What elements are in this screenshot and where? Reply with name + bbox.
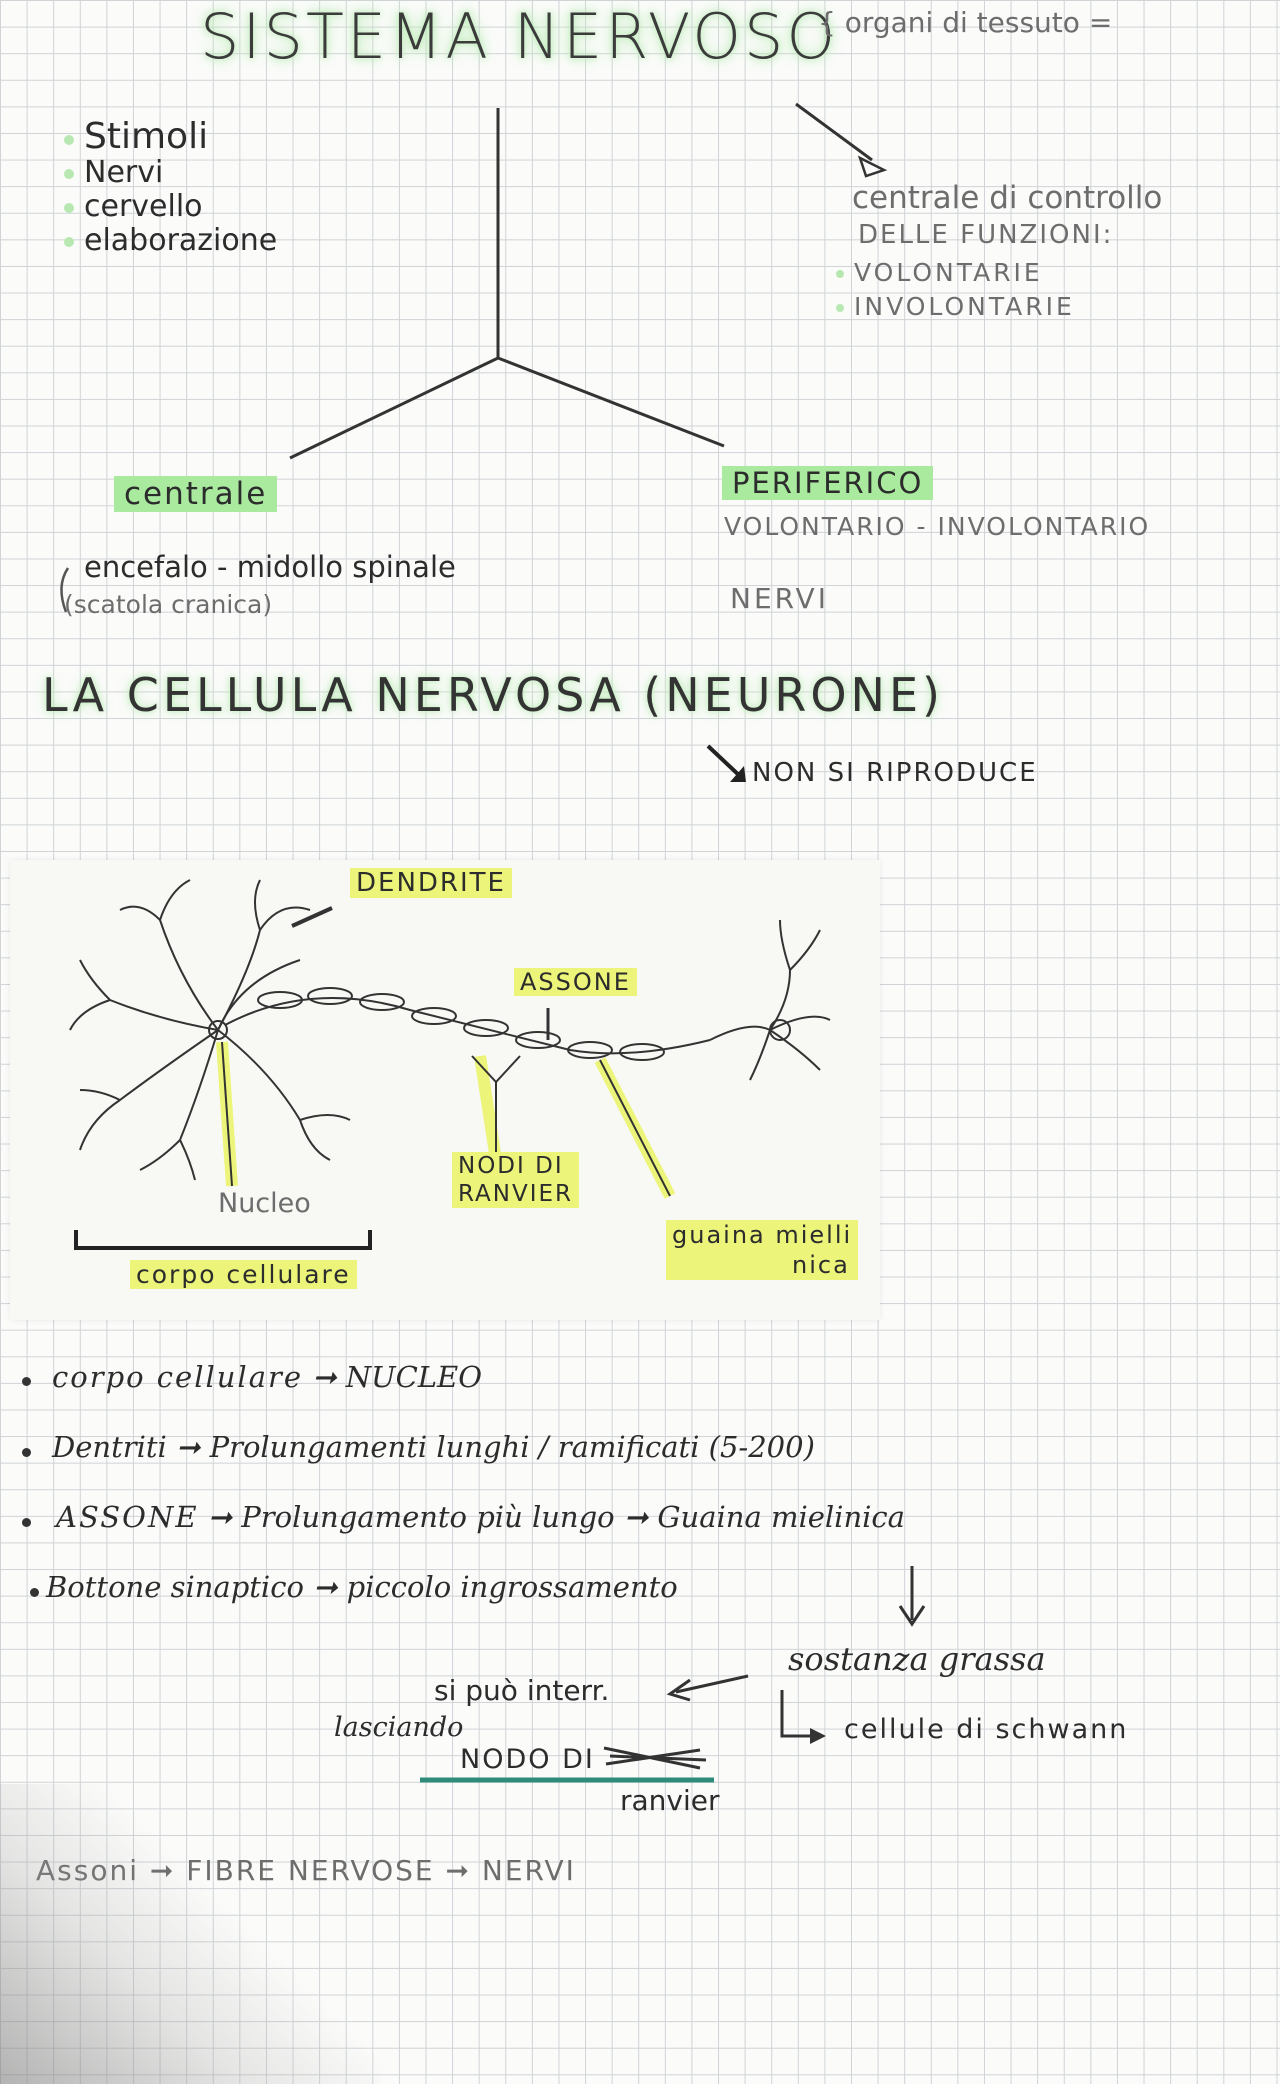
schwann-note: cellule di schwann [844,1714,1129,1745]
function-item: Nervi [64,156,277,190]
arrow-icon: ➞ [623,1500,658,1534]
chain-assoni: Assoni [36,1854,139,1887]
list-def: nucleo [345,1360,482,1394]
list-def: Prolungamento più lungo [241,1500,615,1534]
bullet-icon [22,1377,31,1386]
list-item: ASSONE ➞ Prolungamento più lungo ➞ Guain… [56,1500,905,1534]
bullet-icon [64,168,74,179]
bullet-icon [22,1518,31,1527]
control-sub: delle funzioni: [858,220,1114,250]
peripheral-desc: volontario - involontario [724,512,1151,541]
list-item: corpo cellulare ➞ nucleo [52,1360,482,1394]
label-assone: ASSONE [514,968,637,996]
arrow-icon: ➞ [207,1500,242,1534]
label-corpo: corpo cellulare [130,1260,357,1289]
list-term: corpo cellulare [52,1360,304,1394]
arrow-icon: ➞ [445,1854,482,1887]
central-desc: encefalo - midollo spinale [84,550,456,584]
list-def: Prolungamenti lunghi / ramificati (5-200… [209,1430,815,1464]
list-term: Dentriti [52,1430,167,1464]
nodo-note: nodo di [460,1744,595,1775]
arrow-icon: ➞ [149,1854,187,1887]
label-nucleo: Nucleo [218,1188,311,1219]
function-list: Stimoli Nervi cervello elaborazione [64,119,277,258]
cell-title: LA CELLULA NERVOSA (NEURONE) [42,668,944,722]
label-nodi-line: ranvier [458,1181,574,1207]
arrow-icon: ➞ [312,1360,346,1394]
bullet-icon [836,304,844,312]
neuron-drawing [69,879,831,1250]
central-label: centrale [114,476,278,512]
control-heading: centrale di controllo [852,180,1163,216]
no-repro-note: non si riproduce [752,758,1038,788]
list-term: Bottone sinaptico [46,1570,304,1604]
function-item: cervello [64,190,277,224]
list-item: Dentriti ➞ Prolungamenti lunghi / ramifi… [52,1430,815,1464]
list-item: Bottone sinaptico ➞ piccolo ingrossament… [46,1570,678,1604]
list-def: piccolo ingrossamento [346,1570,678,1604]
chain-nervi: NERVI [481,1854,576,1887]
list-term: ASSONE [56,1500,199,1534]
chain-line: Assoni ➞ FIBRE NERVOSE ➞ NERVI [36,1854,576,1887]
bullet-icon [30,1588,39,1597]
neuron-diagram: dendrite ASSONE Nucleo nodi di ranvier g… [10,860,880,1320]
bullet-icon [836,270,844,278]
function-item: Stimoli [64,119,277,156]
page-title: SISTEMA NERVOSO [200,0,839,73]
arrow-icon: ➞ [313,1570,347,1604]
ranvier-note: ranvier [620,1784,720,1817]
label-nodi-line: nodi di [458,1153,564,1179]
label-nodi: nodi di ranvier [452,1152,580,1208]
label-guaina-line: guaina mielli [672,1221,853,1249]
sostanza-note: sostanza grassa [788,1640,1046,1678]
function-item: elaborazione [64,224,277,258]
peripheral-nerves: nervi [730,582,829,615]
bullet-icon [64,202,74,213]
interr-note: si può interr. [434,1674,610,1707]
title-note: { organi di tessuto = [818,6,1113,39]
peripheral-label: periferico [722,466,934,500]
central-paren: (scatola cranica) [64,590,273,619]
control-item: involontarie [836,292,1075,321]
label-guaina: guaina mielli nica [666,1220,859,1280]
lasciando-note: lasciando [334,1712,464,1743]
list-extra: Guaina mielinica [657,1500,905,1534]
bullet-icon [22,1448,31,1457]
bullet-icon [64,134,74,145]
control-item: volontarie [836,258,1043,287]
arrow-icon: ➞ [176,1430,210,1464]
bullet-icon [64,236,74,247]
label-guaina-line: nica [792,1251,850,1279]
chain-fibre: FIBRE NERVOSE [186,1854,435,1887]
label-dendrite: dendrite [350,868,512,898]
